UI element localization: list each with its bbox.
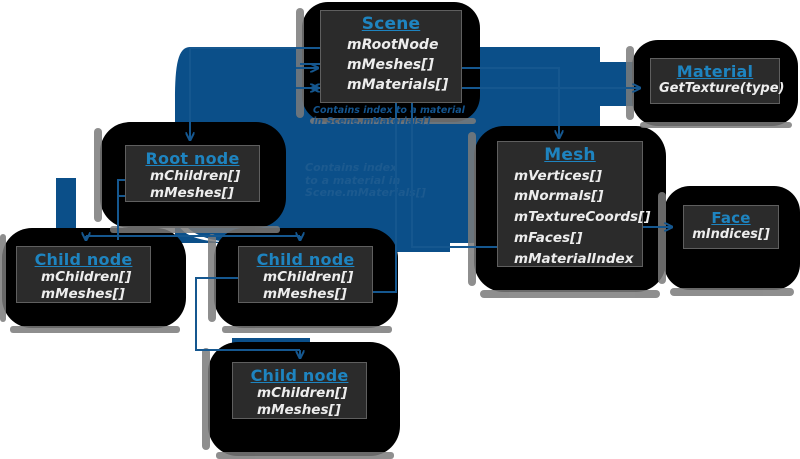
- wire-childmid-children: [195, 277, 300, 351]
- class-title-mesh: Mesh: [544, 145, 596, 165]
- field-mesh-2: mTextureCoords[]: [514, 209, 651, 226]
- class-title-child-bottom: Child node: [250, 366, 349, 385]
- caption-line-1: Contains index to a material: [313, 105, 465, 116]
- caption-line-2: in Scene.mMaterials[]: [313, 115, 431, 127]
- field-child-mid-1: mMeshes[]: [263, 286, 347, 303]
- class-title-scene: Scene: [361, 14, 421, 34]
- ghost-line-1: Contains index: [305, 161, 398, 174]
- class-box-root-node[interactable]: Root node mChildren[] mMeshes[]: [125, 145, 260, 202]
- class-box-scene[interactable]: Scene mRootNode mMeshes[] mMaterials[]: [320, 10, 462, 103]
- class-box-face[interactable]: Face mIndices[]: [683, 205, 779, 249]
- field-mesh-3: mFaces[]: [514, 230, 583, 247]
- field-child-left-0: mChildren[]: [41, 269, 132, 286]
- class-title-child-mid: Child node: [256, 250, 355, 269]
- field-face-0: mIndices[]: [692, 227, 770, 243]
- field-child-mid-0: mChildren[]: [263, 269, 354, 286]
- caption-material-index: Contains index to a material in Scene.mM…: [313, 105, 465, 127]
- class-box-child-node-left[interactable]: Child node mChildren[] mMeshes[]: [16, 246, 151, 303]
- field-scene-1: mMeshes[]: [347, 56, 434, 73]
- class-title-root-node: Root node: [145, 149, 240, 168]
- field-scene-2: mMaterials[]: [347, 77, 449, 94]
- field-material-0: GetTexture(type): [659, 81, 785, 97]
- field-scene-0: mRootNode: [347, 36, 439, 53]
- field-mesh-0: mVertices[]: [514, 167, 602, 184]
- field-child-bot-0: mChildren[]: [257, 385, 348, 402]
- class-box-child-node-mid[interactable]: Child node mChildren[] mMeshes[]: [238, 246, 373, 303]
- field-root-1: mMeshes[]: [150, 185, 234, 202]
- class-title-face: Face: [711, 209, 751, 227]
- class-title-material: Material: [676, 62, 754, 81]
- class-title-child-left: Child node: [34, 250, 133, 269]
- field-mesh-1: mNormals[]: [514, 188, 604, 205]
- class-box-child-node-bottom[interactable]: Child node mChildren[] mMeshes[]: [232, 362, 367, 419]
- class-box-material[interactable]: Material GetTexture(type): [650, 58, 785, 104]
- field-child-left-1: mMeshes[]: [41, 286, 125, 303]
- field-mesh-4: mMaterialIndex: [514, 251, 634, 268]
- wire-scene-meshes: [462, 67, 560, 120]
- ghost-line-2: to a material in: [305, 173, 401, 187]
- wire-scene-rootnode: [189, 47, 338, 120]
- field-root-0: mChildren[]: [150, 168, 241, 185]
- class-box-mesh[interactable]: Mesh mVertices[] mNormals[] mTextureCoor…: [497, 141, 651, 268]
- field-child-bot-1: mMeshes[]: [257, 402, 341, 419]
